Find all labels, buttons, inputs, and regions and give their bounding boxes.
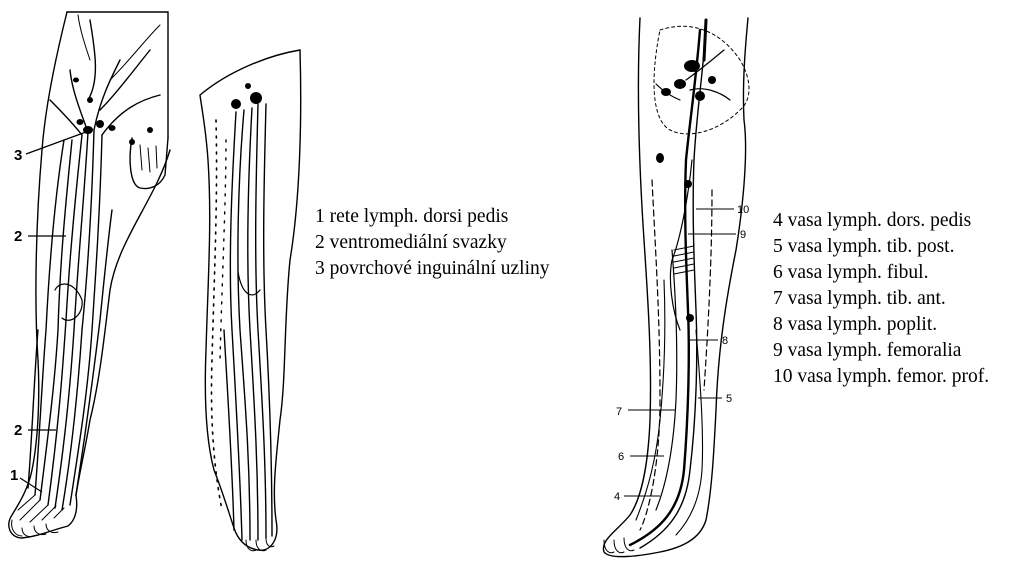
legend-item-2: 2 ventromediální svazky	[315, 230, 550, 256]
legend-left: 1 rete lymph. dorsi pedis 2 ventromediál…	[315, 204, 550, 282]
legend-right: 4 vasa lymph. dors. pedis 5 vasa lymph. …	[773, 208, 989, 390]
anterior-leg-drawing	[9, 12, 170, 538]
legend-item-9: 9 vasa lymph. femoralia	[773, 338, 989, 364]
callout-8: 8	[722, 335, 728, 347]
legend-item-4: 4 vasa lymph. dors. pedis	[773, 208, 989, 234]
callout-5: 5	[726, 393, 732, 405]
callout-9: 9	[740, 229, 746, 241]
legend-item-8: 8 vasa lymph. poplit.	[773, 312, 989, 338]
legend-item-6: 6 vasa lymph. fibul.	[773, 260, 989, 286]
legend-item-10: 10 vasa lymph. femor. prof.	[773, 364, 989, 390]
callout-7: 7	[616, 406, 622, 418]
callout-6: 6	[618, 451, 624, 463]
legend-item-1: 1 rete lymph. dorsi pedis	[315, 204, 550, 230]
callout-10: 10	[737, 204, 749, 216]
legend-item-3: 3 povrchové inguinální uzliny	[315, 256, 550, 282]
right-leader-lines	[624, 209, 736, 496]
callout-2-lower: 2	[14, 422, 22, 439]
medial-leg-drawing	[200, 50, 301, 551]
legend-item-7: 7 vasa lymph. tib. ant.	[773, 286, 989, 312]
inguinal-nodes	[73, 78, 153, 146]
callout-1: 1	[10, 467, 18, 484]
lateral-leg-drawing	[603, 18, 749, 557]
callout-2-upper: 2	[14, 228, 22, 245]
legend-item-5: 5 vasa lymph. tib. post.	[773, 234, 989, 260]
callout-4: 4	[614, 491, 620, 503]
callout-3: 3	[14, 147, 22, 164]
